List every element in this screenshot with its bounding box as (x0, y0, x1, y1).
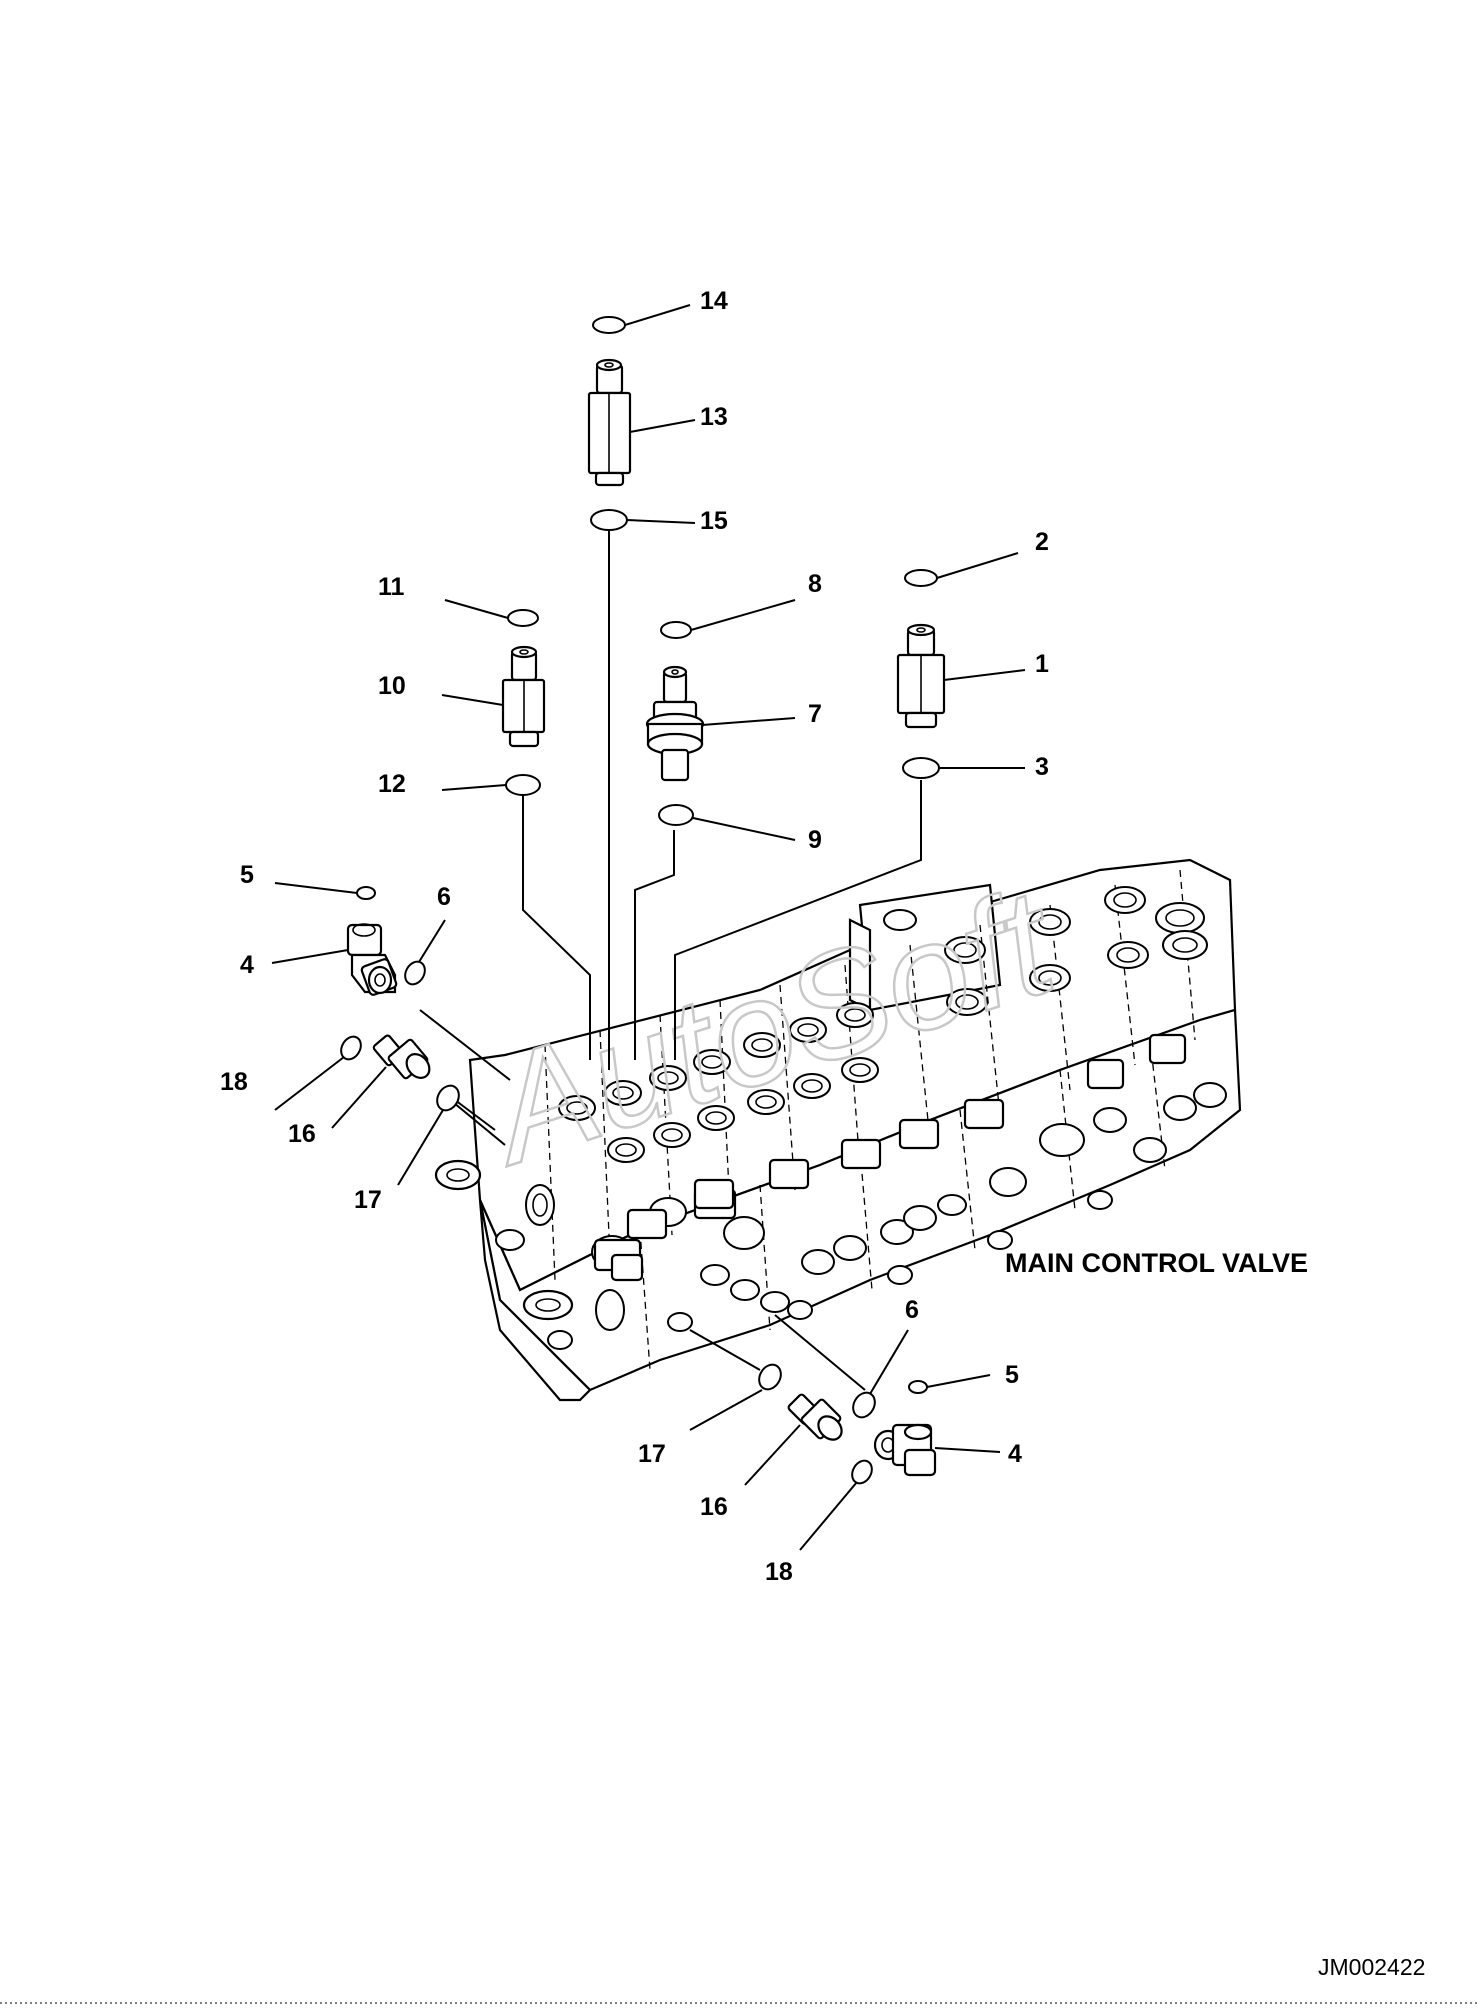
o-ring-18-right (851, 1459, 873, 1485)
callout-3: 3 (1035, 753, 1049, 781)
front-ports (495, 1033, 1227, 1350)
elbow-4-right (873, 1423, 937, 1477)
o-ring-6-left (404, 960, 426, 986)
o-ring-3 (902, 757, 940, 779)
callout-10: 10 (378, 672, 406, 700)
main-control-valve-body (434, 858, 1242, 1402)
document-id: JM002422 (1318, 1954, 1425, 1980)
callout-14: 14 (700, 287, 728, 315)
callout-leaders (271, 304, 1026, 1551)
o-ring-17-right (758, 1363, 782, 1391)
o-ring-6-right (852, 1391, 876, 1419)
callout-1: 1 (1035, 650, 1049, 678)
callout-4-right: 4 (1008, 1440, 1022, 1468)
callout-17-right: 17 (638, 1440, 666, 1468)
callout-11: 11 (378, 573, 405, 601)
callout-labels: 14 13 15 2 1 3 8 7 9 11 10 12 5 4 6 18 1… (220, 287, 1049, 1586)
o-ring-14 (592, 316, 626, 334)
callout-18-left: 18 (220, 1068, 248, 1096)
callout-5-left: 5 (240, 861, 254, 889)
callout-15: 15 (700, 507, 728, 535)
o-ring-8 (660, 621, 692, 639)
diagram-title: MAIN CONTROL VALVE (1005, 1248, 1308, 1278)
callout-12: 12 (378, 770, 406, 798)
o-ring-2 (904, 569, 938, 587)
elbow-4-left (346, 923, 398, 996)
plug-10 (501, 645, 546, 748)
o-ring-9 (658, 804, 694, 826)
o-ring-15 (590, 509, 628, 531)
connector-16-right (787, 1393, 843, 1441)
connector-16-left (372, 1034, 431, 1080)
valve-7 (645, 665, 705, 782)
o-ring-17-left (436, 1084, 460, 1112)
plug-1 (896, 623, 946, 729)
callout-2: 2 (1035, 528, 1049, 556)
o-ring-5-left (356, 886, 376, 900)
o-ring-5-right (908, 1380, 928, 1394)
o-ring-12 (505, 774, 541, 796)
lifting-eye-lower (522, 1289, 574, 1321)
callout-16-left: 16 (288, 1120, 316, 1148)
callout-4-left: 4 (240, 951, 254, 979)
callout-16-right: 16 (700, 1493, 728, 1521)
callout-13: 13 (700, 403, 728, 431)
callout-9: 9 (808, 826, 822, 854)
callout-17-left: 17 (354, 1186, 382, 1214)
plug-13 (587, 358, 632, 487)
o-ring-18-left (340, 1035, 362, 1061)
o-ring-11 (507, 609, 539, 627)
installation-lines (419, 530, 922, 1391)
top-ports (558, 886, 1208, 1163)
callout-8: 8 (808, 570, 822, 598)
callout-6-right: 6 (905, 1296, 919, 1324)
callout-6-left: 6 (437, 883, 451, 911)
callout-18-right: 18 (765, 1558, 793, 1586)
callout-7: 7 (808, 700, 822, 728)
lifting-eye-upper (434, 1159, 482, 1191)
callout-5-right: 5 (1005, 1361, 1019, 1389)
